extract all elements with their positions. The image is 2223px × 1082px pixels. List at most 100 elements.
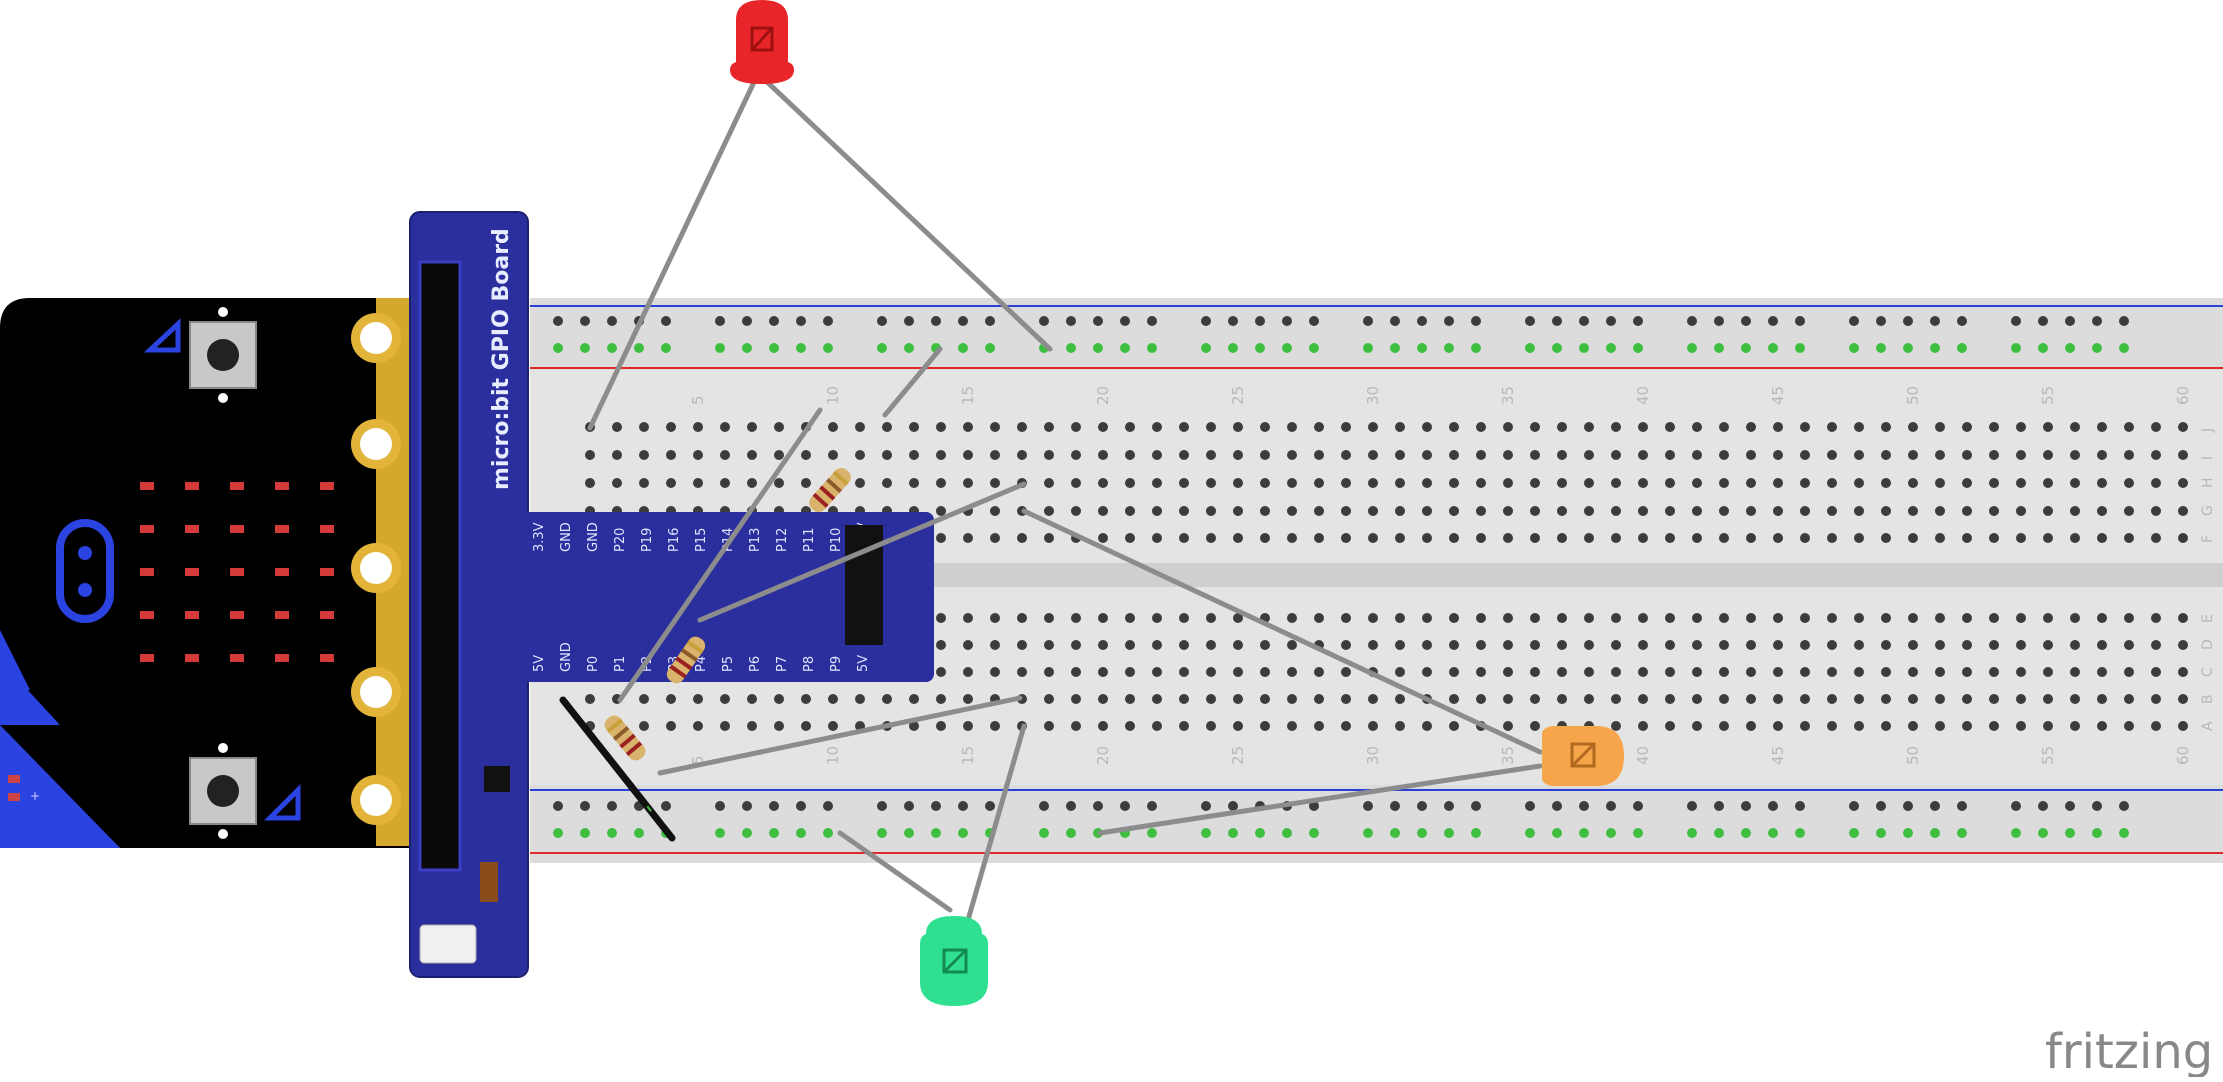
rail-hole [2038,801,2048,811]
button-b[interactable] [189,743,301,839]
breadboard-hole [1827,450,1837,460]
breadboard-hole [1395,422,1405,432]
breadboard-hole [1125,694,1135,704]
breadboard-hole [1044,694,1054,704]
breadboard-hole [1044,640,1054,650]
breadboard-hole [1530,506,1540,516]
rail-hole [769,316,779,326]
breadboard-hole [1206,478,1216,488]
breadboard-hole [747,450,757,460]
breadboard-hole [1962,613,1972,623]
rail-hole [1390,343,1400,353]
breadboard-hole [1314,613,1324,623]
rail-hole [1579,316,1589,326]
breadboard-hole [936,667,946,677]
breadboard-hole [1692,478,1702,488]
breadboard-hole [693,478,703,488]
breadboard-hole [2124,694,2134,704]
breadboard-hole [1314,721,1324,731]
matrix-led [320,611,334,619]
breadboard-hole [1908,533,1918,543]
breadboard-hole [1449,694,1459,704]
breadboard-hole [1800,506,1810,516]
breadboard-hole [801,694,811,704]
breadboard-hole [1908,613,1918,623]
breadboard-hole [1233,721,1243,731]
breadboard-hole [1206,694,1216,704]
breadboard-hole [1368,721,1378,731]
column-number-bottom: 10 [824,746,842,765]
matrix-led [185,611,199,619]
breadboard-hole [1098,450,1108,460]
breadboard-hole [1611,613,1621,623]
rail-hole [1849,801,1859,811]
breadboard-hole [990,506,1000,516]
matrix-led [140,525,154,533]
breadboard-hole [1611,422,1621,432]
button-a[interactable] [143,307,257,403]
breadboard-hole [1773,667,1783,677]
breadboard-hole [1530,640,1540,650]
gpio-pin-label-bottom: GND [559,642,574,672]
rail-hole [715,343,725,353]
breadboard-hole [1773,640,1783,650]
breadboard-hole [1665,450,1675,460]
breadboard-hole [1854,721,1864,731]
rail-hole [1282,828,1292,838]
breadboard-hole [828,422,838,432]
column-number-top: 15 [959,386,977,405]
breadboard-hole [774,721,784,731]
breadboard-hole [1071,450,1081,460]
breadboard-hole [990,667,1000,677]
gpio-switch [484,766,510,792]
wire-row-to-resistor-2 [697,481,1027,623]
breadboard-hole [1962,450,1972,460]
rail-hole [1066,828,1076,838]
breadboard-hole [1395,667,1405,677]
breadboard-hole [2070,721,2080,731]
green-led [920,916,988,1006]
row-letter: G [2200,505,2216,516]
breadboard-hole [855,422,865,432]
matrix-led [230,611,244,619]
rail-hole [607,316,617,326]
breadboard-hole [2016,533,2026,543]
breadboard-hole [2178,721,2188,731]
breadboard-hole [1962,506,1972,516]
breadboard-hole [612,422,622,432]
breadboard-hole [720,721,730,731]
breadboard-hole [1233,613,1243,623]
breadboard-hole [1260,640,1270,650]
rail-hole [1228,828,1238,838]
rail-hole [2092,316,2102,326]
rail-hole [1444,343,1454,353]
gpio-board-title: micro:bit GPIO Board [489,228,514,490]
breadboard-hole [1287,450,1297,460]
breadboard-hole [2151,478,2161,488]
breadboard-hole [1152,478,1162,488]
rail-hole [1093,801,1103,811]
breadboard-hole [2097,721,2107,731]
breadboard-hole [1773,450,1783,460]
breadboard-hole [1935,667,1945,677]
breadboard-hole [1719,694,1729,704]
rail-hole [1093,343,1103,353]
breadboard-hole [1881,721,1891,731]
breadboard-hole [2097,478,2107,488]
gpio-pin-label-bottom: P1 [613,656,628,672]
breadboard-hole [1881,640,1891,650]
rail-hole [1903,828,1913,838]
breadboard-hole [1935,721,1945,731]
breadboard-hole [2070,613,2080,623]
breadboard-hole [1989,694,1999,704]
breadboard-hole [1584,422,1594,432]
resistor-1 [809,467,851,513]
breadboard-hole [1341,506,1351,516]
rail-hole [1957,343,1967,353]
breadboard-hole [2043,478,2053,488]
gpio-pin-label-top: GND [559,522,574,552]
breadboard-hole [1854,450,1864,460]
breadboard-hole [585,450,595,460]
breadboard-hole [1611,640,1621,650]
breadboard-hole [1260,506,1270,516]
